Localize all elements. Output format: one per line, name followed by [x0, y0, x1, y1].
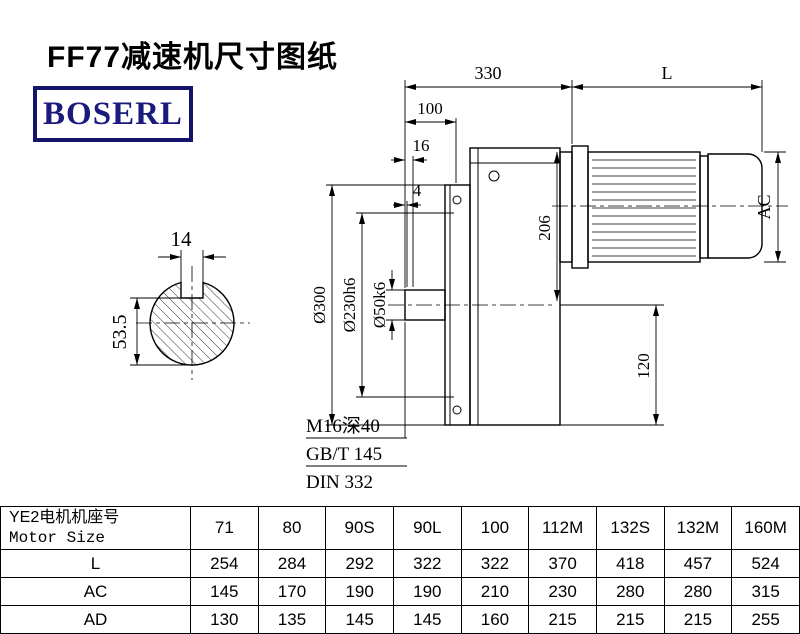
frame-col-71: 71	[190, 506, 259, 550]
dim-206-label: 206	[535, 215, 554, 241]
dimension-lines	[130, 80, 786, 467]
dim-330-label: 330	[475, 63, 502, 83]
cell-AC-80: 170	[257, 577, 327, 606]
dim-d50-label: Ø50k6	[370, 282, 389, 328]
cell-L-71: 254	[190, 549, 259, 578]
cell-AD-80: 135	[257, 605, 327, 634]
reducer-outline	[404, 145, 763, 426]
frame-col-160M: 160M	[731, 506, 800, 550]
page-title: FF77减速机尺寸图纸	[47, 41, 339, 75]
cell-AC-132M: 280	[663, 577, 733, 606]
cell-L-90S: 292	[325, 549, 394, 578]
thread-note: M16深40	[306, 415, 380, 437]
frame-col-100: 100	[460, 506, 530, 550]
frame-col-132S: 132S	[595, 506, 665, 550]
cell-AC-132S: 280	[595, 577, 665, 606]
shaft-section-view	[149, 281, 235, 366]
cell-AD-90S: 145	[325, 605, 394, 634]
cell-AC-90L: 190	[392, 577, 462, 606]
dim-L-label: L	[662, 63, 673, 83]
technical-drawing: 14 53.5 330 L 100 16 4 Ø300 Ø230h6 Ø50k6…	[109, 63, 788, 493]
brand-logo-text: BOSERL	[43, 95, 183, 132]
frame-col-90L: 90L	[392, 506, 462, 550]
gb-standard-note: GB/T 145	[306, 444, 382, 465]
row-label-AC: AC	[0, 577, 191, 606]
dim-AC-label: AC	[754, 194, 774, 219]
cell-L-132M: 457	[663, 549, 733, 578]
cell-AD-112M: 215	[528, 605, 597, 634]
cell-L-100: 322	[460, 549, 530, 578]
motor-flange	[571, 145, 589, 269]
header-en: Motor Size	[9, 529, 106, 547]
dim-d230-label: Ø230h6	[340, 278, 359, 333]
cell-AC-100: 210	[460, 577, 530, 606]
cell-AD-100: 160	[460, 605, 530, 634]
dim-d300-label: Ø300	[310, 286, 329, 324]
row-label-AD: AD	[0, 605, 191, 634]
motor-fins	[592, 159, 696, 257]
frame-col-80: 80	[257, 506, 327, 550]
dim-120-label: 120	[634, 353, 653, 379]
dim-16-label: 16	[413, 136, 430, 155]
frame-col-90S: 90S	[325, 506, 394, 550]
header-cn: YE2电机机座号	[9, 509, 120, 526]
frame-col-112M: 112M	[528, 506, 597, 550]
cell-AC-112M: 230	[528, 577, 597, 606]
gear-housing	[469, 147, 561, 426]
cell-AD-160M: 255	[731, 605, 800, 634]
cell-AD-90L: 145	[392, 605, 462, 634]
cell-L-80: 284	[257, 549, 327, 578]
flange-bolt-bottom	[452, 405, 462, 415]
cell-AC-90S: 190	[325, 577, 394, 606]
din-standard-note: DIN 332	[306, 472, 373, 493]
fan-cover	[707, 153, 763, 259]
dimension-labels: 14 53.5 330 L 100 16 4 Ø300 Ø230h6 Ø50k6…	[109, 63, 774, 493]
table-row-AC: AC 145 170 190 190 210 230 280 280 315	[0, 577, 800, 606]
cell-L-90L: 322	[392, 549, 462, 578]
motor-body	[587, 151, 701, 263]
housing-bolt	[488, 170, 500, 182]
cell-L-160M: 524	[731, 549, 800, 578]
cell-AD-71: 130	[190, 605, 259, 634]
cell-AD-132M: 215	[663, 605, 733, 634]
motor-dimension-table: YE2电机机座号 Motor Size 71 80 90S 90L 100 11…	[0, 506, 800, 634]
cell-AC-71: 145	[190, 577, 259, 606]
dim-53-5-label: 53.5	[109, 315, 131, 350]
flange-bolt-top	[452, 195, 462, 205]
dim-4-label: 4	[413, 181, 422, 200]
brand-logo: BOSERL	[33, 86, 193, 142]
table-row-L: L 254 284 292 322 322 370 418 457 524	[0, 549, 800, 578]
dim-14-label: 14	[171, 227, 193, 251]
cell-L-132S: 418	[595, 549, 665, 578]
cell-AD-132S: 215	[595, 605, 665, 634]
dim-100-label: 100	[417, 99, 443, 118]
cell-L-112M: 370	[528, 549, 597, 578]
shaft-section-outline	[149, 281, 235, 366]
frame-col-132M: 132M	[663, 506, 733, 550]
motor-adapter	[559, 151, 573, 263]
motor-step-ring	[699, 155, 709, 259]
table-row-AD: AD 130 135 145 145 160 215 215 215 255	[0, 605, 800, 634]
table-header-row: YE2电机机座号 Motor Size 71 80 90S 90L 100 11…	[0, 506, 800, 550]
cell-AC-160M: 315	[731, 577, 800, 606]
row-label-L: L	[0, 549, 191, 578]
motor-size-header-cell: YE2电机机座号 Motor Size	[0, 506, 191, 550]
